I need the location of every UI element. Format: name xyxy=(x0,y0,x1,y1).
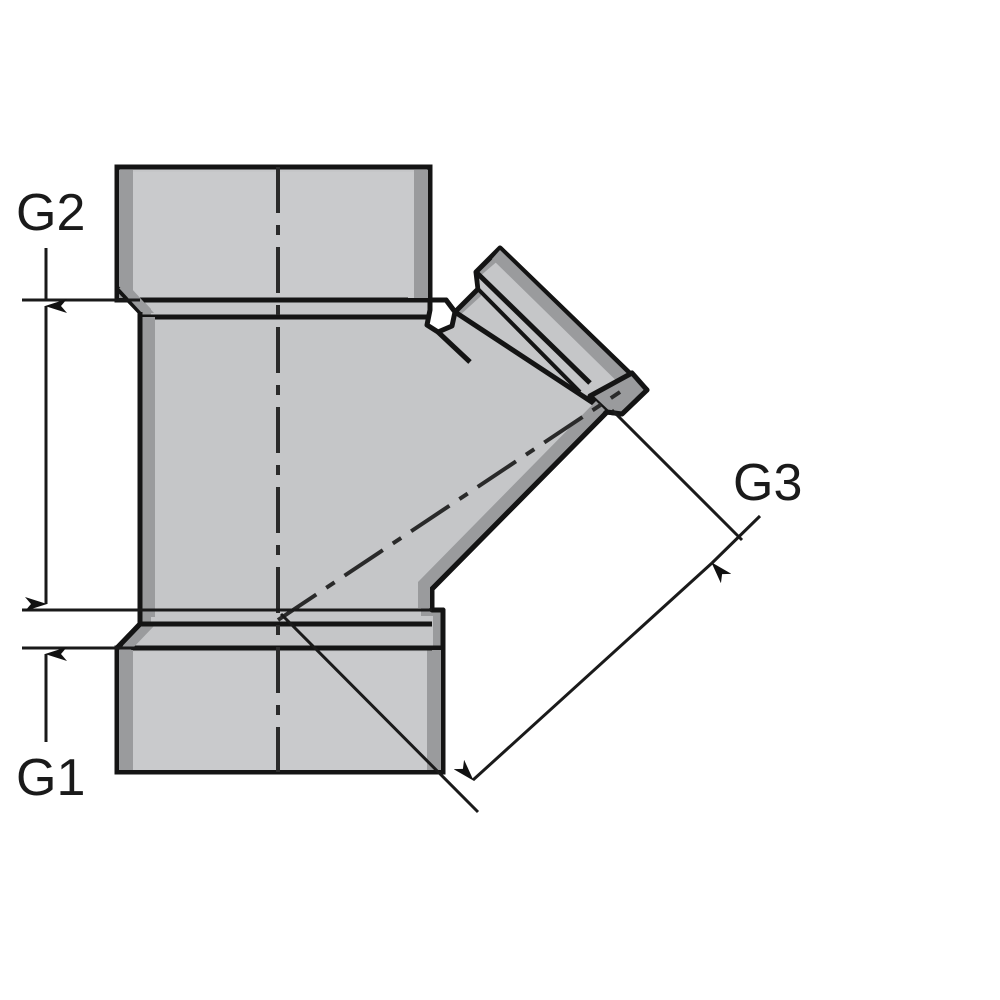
g3-extension-line-upper xyxy=(610,408,744,542)
branch-centerline xyxy=(276,390,622,622)
dimension-g3-group: G3 xyxy=(279,408,802,814)
g1-label: G1 xyxy=(16,749,85,807)
lower-left-step xyxy=(115,622,142,650)
dimension-g2-group: G2 xyxy=(16,184,432,612)
lower-hub-left-shade xyxy=(119,650,133,770)
main-run-body-group xyxy=(137,312,155,624)
branch-socket-inner-line xyxy=(476,287,582,394)
dimension-g1-group: G1 xyxy=(16,646,140,807)
lower-hub-right-shade xyxy=(427,650,441,770)
upper-hub-right-shade xyxy=(414,170,428,298)
fitting-inner-fill xyxy=(129,179,636,761)
lower-left-step-shade xyxy=(119,626,154,650)
g3-leader-line xyxy=(710,514,762,565)
g3-extension-line-lower xyxy=(279,612,480,814)
branch-upper-edge xyxy=(498,246,649,392)
g2-label: G2 xyxy=(16,184,85,242)
branch-crotch-notch xyxy=(424,297,458,335)
branch-upper-shade xyxy=(492,250,645,400)
centerlines-group xyxy=(276,167,622,772)
g3-label: G3 xyxy=(733,454,802,512)
branch-lower-wall xyxy=(429,410,609,610)
upper-hub-bore-face xyxy=(133,172,414,298)
main-run-left-shade xyxy=(142,317,155,617)
branch-arm-group xyxy=(418,246,650,610)
branch-lower-wall-shade xyxy=(418,401,605,608)
branch-crotch-fillet xyxy=(436,330,472,364)
branch-lower-edge xyxy=(453,309,609,415)
upper-hub-group xyxy=(114,164,433,303)
g3-dimension-line xyxy=(453,561,732,782)
branch-socket-shoulder-line xyxy=(474,270,592,385)
lower-right-step xyxy=(432,607,446,648)
upper-hub-left-shade xyxy=(119,170,133,298)
